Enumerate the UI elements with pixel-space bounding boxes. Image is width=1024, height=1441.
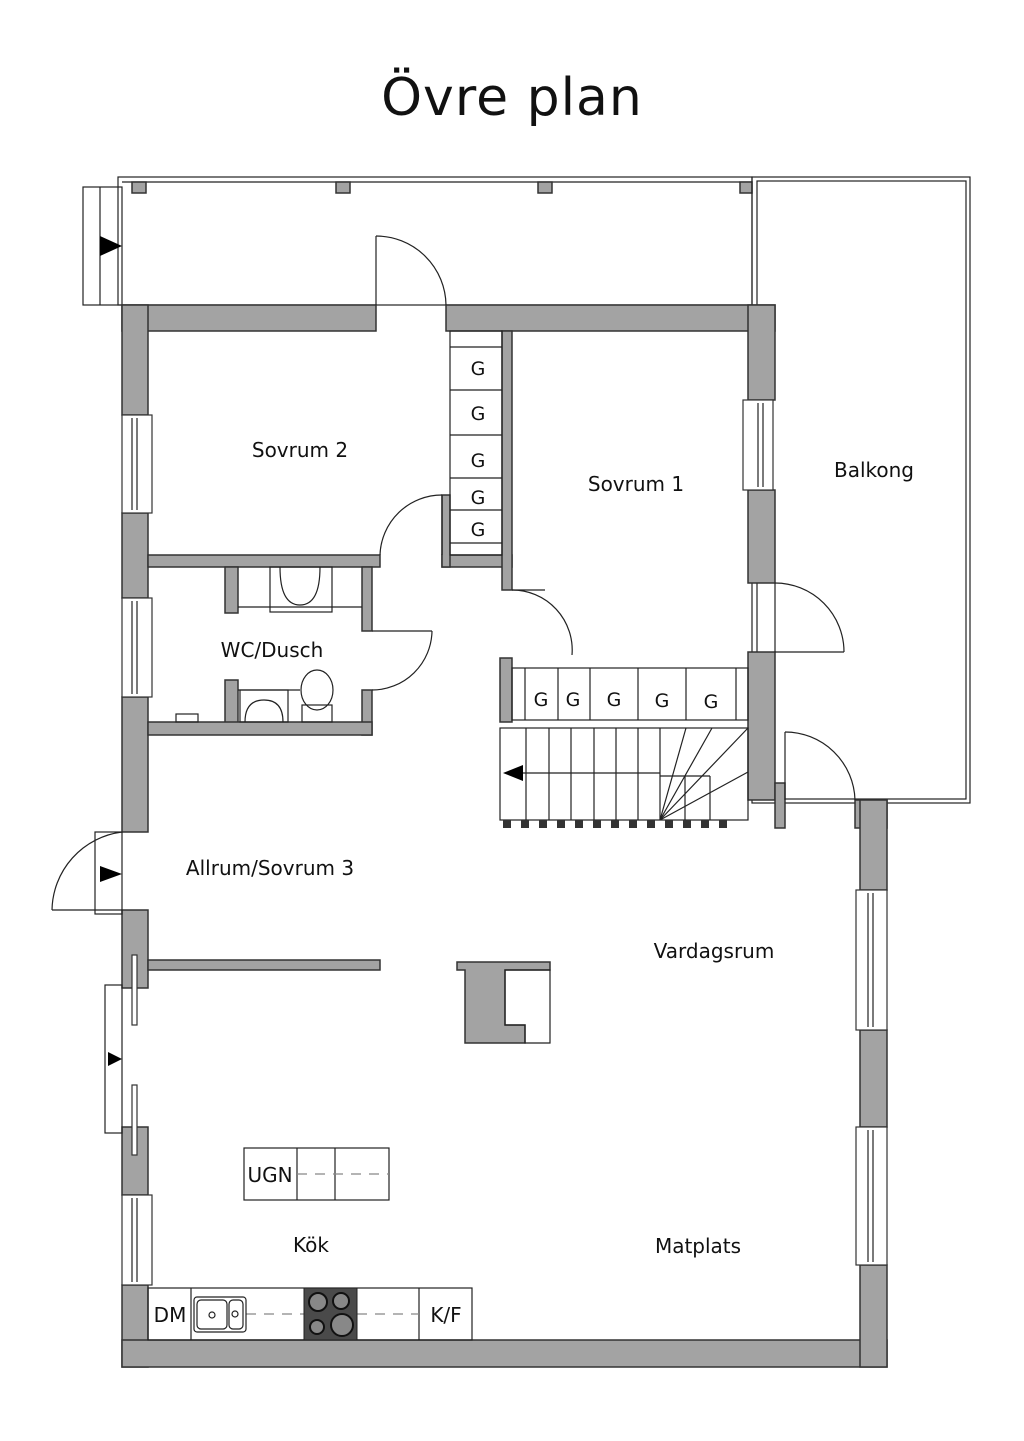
windows: [104, 399, 888, 1286]
bathroom-fixtures: [175, 566, 362, 723]
staircase: [499, 727, 749, 828]
plan-title: Övre plan: [381, 68, 643, 128]
terrace: [117, 176, 753, 306]
closet-label: G: [471, 487, 486, 509]
oven-label: UGN: [247, 1163, 292, 1187]
sink-icon: [193, 1296, 247, 1333]
room-label-matplats: Matplats: [655, 1234, 741, 1258]
stair-direction-arrow-icon: [503, 765, 523, 781]
entry-arrow-icon: [100, 236, 122, 256]
room-label-kok: Kök: [293, 1233, 329, 1257]
balcony: [751, 176, 971, 804]
kitchen: UGN DM K/F: [147, 1147, 473, 1341]
room-label-allrum: Allrum/Sovrum 3: [186, 856, 354, 880]
room-label-wc: WC/Dusch: [221, 638, 324, 662]
room-labels: Sovrum 2 Sovrum 1 Balkong WC/Dusch Allru…: [186, 438, 914, 1258]
door-arrow-icon: [108, 1052, 122, 1066]
room-label-vardagsrum: Vardagsrum: [654, 939, 775, 963]
closet-label: G: [471, 358, 486, 380]
room-label-balkong: Balkong: [834, 458, 914, 482]
room-label-sovrum1: Sovrum 1: [588, 472, 684, 496]
dishwasher-label: DM: [154, 1303, 187, 1327]
room-label-sovrum2: Sovrum 2: [252, 438, 348, 462]
closet-label: G: [534, 689, 549, 711]
stove-icon: [303, 1287, 358, 1341]
closet-label: G: [566, 689, 581, 711]
sink-icon: [244, 699, 284, 723]
walls: [121, 304, 888, 1368]
closet-label: G: [655, 690, 670, 712]
sink-icon: [279, 566, 321, 606]
closet-label: G: [704, 691, 719, 713]
closet-label: G: [607, 689, 622, 711]
shower-mixer-icon: [175, 713, 199, 723]
toilet-icon: [300, 669, 334, 711]
door-arrow-icon: [100, 866, 122, 882]
doors: [51, 235, 856, 915]
closet-label: G: [471, 403, 486, 425]
closet-label: G: [471, 519, 486, 541]
entry-steps: [82, 186, 123, 306]
closet-label: G: [471, 450, 486, 472]
closets: G G G G G G G G G G: [449, 330, 749, 721]
fridge-label: K/F: [430, 1303, 461, 1327]
